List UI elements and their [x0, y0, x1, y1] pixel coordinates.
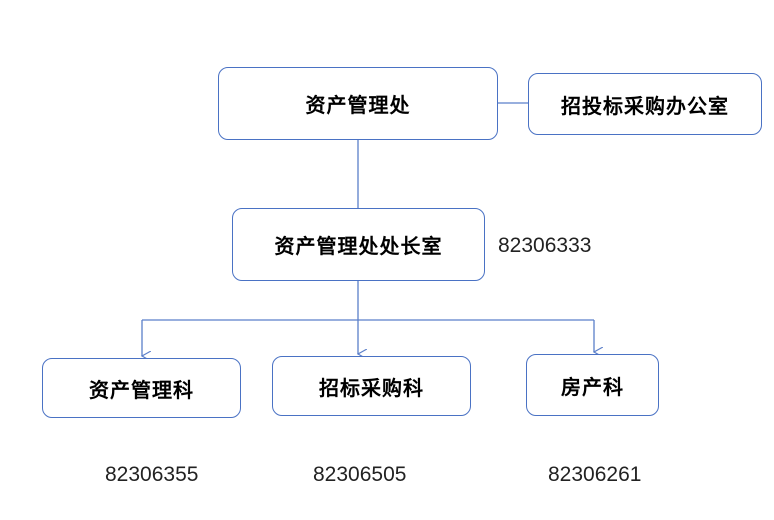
- node-asset-section: 资产管理科: [42, 358, 241, 418]
- node-housing-section: 房产科: [526, 354, 659, 416]
- node-bidding-procurement-office-label: 招投标采购办公室: [561, 93, 729, 118]
- node-procurement-section-label: 招标采购科: [319, 375, 424, 400]
- node-director-office-label: 资产管理处处长室: [274, 234, 443, 258]
- procurement-section-phone: 82306505: [313, 463, 407, 486]
- node-bidding-procurement-office: 招投标采购办公室: [528, 73, 762, 135]
- node-asset-section-label: 资产管理科: [89, 377, 194, 402]
- node-asset-management-dept: 资产管理处: [218, 67, 498, 140]
- housing-section-phone: 82306261: [548, 463, 642, 486]
- asset-section-phone: 82306355: [105, 463, 199, 486]
- node-director-office: 资产管理处处长室: [232, 208, 485, 281]
- node-asset-management-dept-label: 资产管理处: [305, 93, 411, 117]
- node-housing-section-label: 房产科: [561, 374, 624, 399]
- node-procurement-section: 招标采购科: [272, 356, 471, 416]
- director-office-phone: 82306333: [498, 234, 592, 257]
